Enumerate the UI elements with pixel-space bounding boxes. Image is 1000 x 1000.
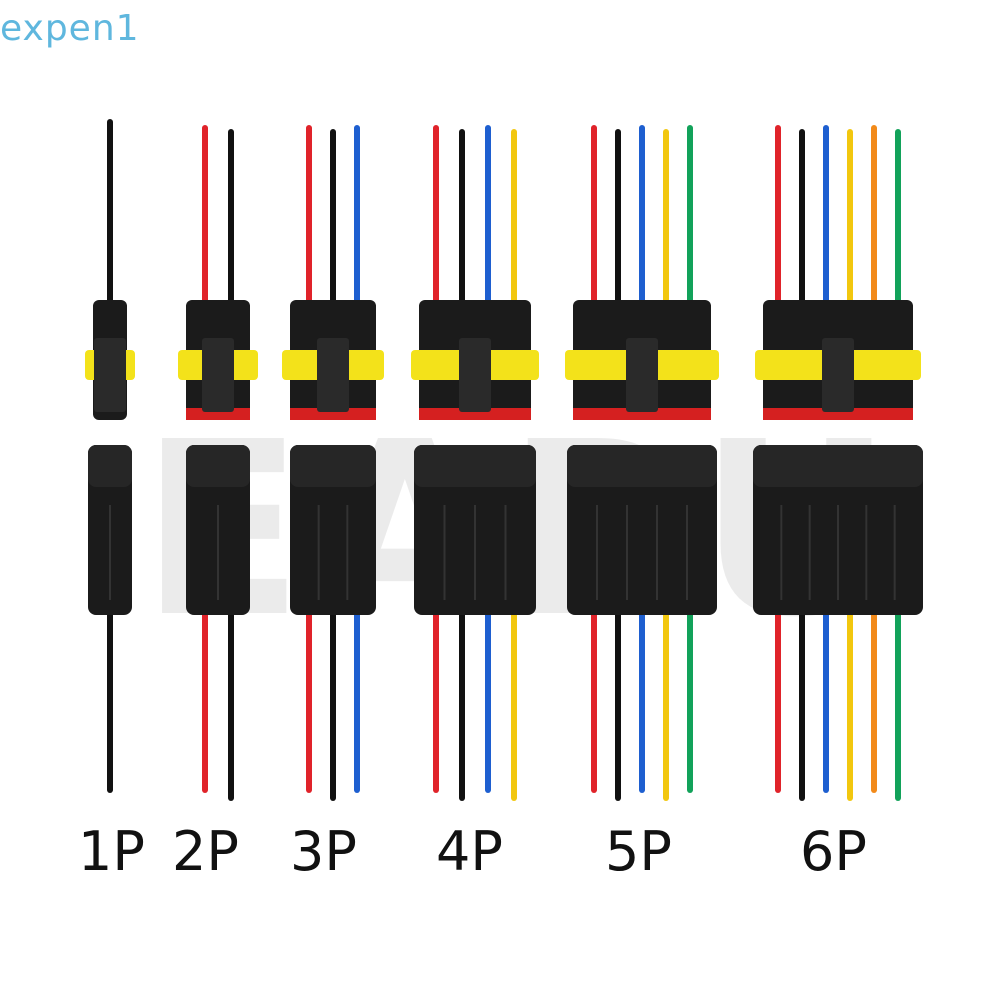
label-1p: 1P xyxy=(78,820,145,883)
male-housing-top xyxy=(186,445,250,487)
label-4p: 4P xyxy=(436,820,503,883)
red-seal xyxy=(573,408,711,420)
latch xyxy=(459,338,491,412)
red-seal xyxy=(763,408,913,420)
red-seal xyxy=(419,408,531,420)
red-seal xyxy=(186,408,250,420)
label-2p: 2P xyxy=(172,820,239,883)
label-3p: 3P xyxy=(290,820,357,883)
latch xyxy=(626,338,658,412)
male-housing-top xyxy=(290,445,376,487)
male-housing-top xyxy=(567,445,717,487)
male-housing-top xyxy=(753,445,923,487)
male-housing xyxy=(567,445,717,615)
latch xyxy=(317,338,349,412)
latch xyxy=(94,338,126,412)
latch xyxy=(202,338,234,412)
latch xyxy=(822,338,854,412)
male-housing-top xyxy=(88,445,132,487)
male-housing-top xyxy=(414,445,536,487)
brand-watermark: expen1 xyxy=(0,8,140,49)
label-6p: 6P xyxy=(800,820,867,883)
male-housing xyxy=(290,445,376,615)
red-seal xyxy=(290,408,376,420)
label-5p: 5P xyxy=(605,820,672,883)
